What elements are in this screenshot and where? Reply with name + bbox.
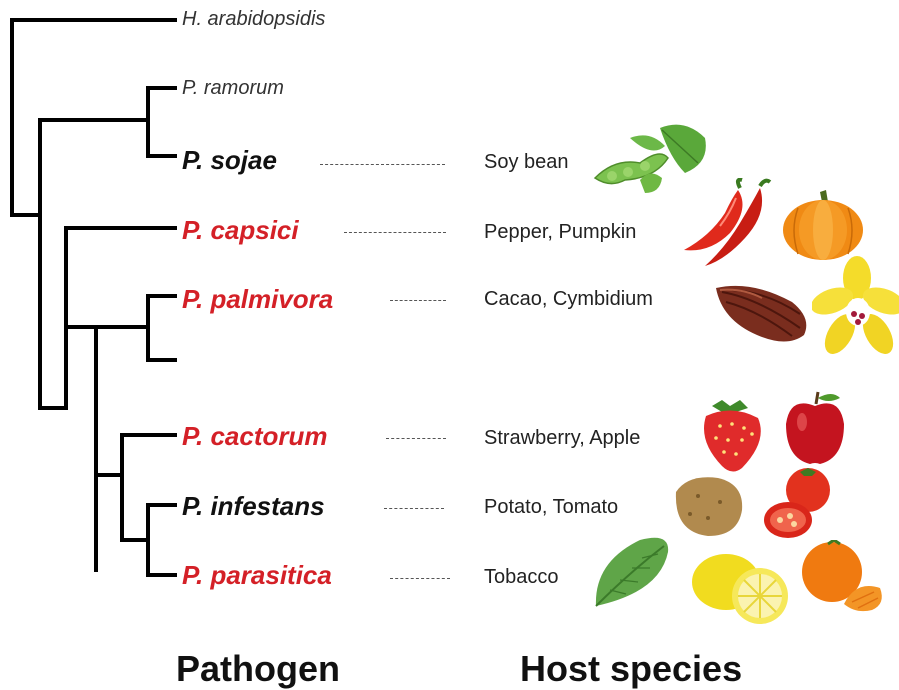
pathogen-label-p-ramorum: P. ramorum	[182, 77, 284, 100]
pathogen-label-p-palmivora: P. palmivora	[182, 284, 333, 315]
orange-icon	[796, 540, 886, 620]
pathogen-label-p-parasitica: P. parasitica	[182, 560, 332, 591]
connector-line-capsici	[344, 232, 446, 233]
host-label-potato-tomato: Potato, Tomato	[484, 496, 618, 519]
host-label-strawberry-apple: Strawberry, Apple	[484, 427, 640, 450]
pathogen-label-p-sojae: P. sojae	[182, 145, 277, 176]
chili-pepper-icon	[680, 178, 775, 268]
connector-line-palmivora	[390, 300, 446, 301]
footer-pathogen-heading: Pathogen	[176, 648, 340, 690]
footer-host-species-heading: Host species	[520, 648, 742, 690]
host-label-soybean: Soy bean	[484, 151, 569, 174]
apple-icon	[780, 390, 850, 468]
connector-line-parasitica	[390, 578, 450, 579]
strawberry-icon	[692, 396, 772, 476]
pathogen-label-p-infestans: P. infestans	[182, 491, 325, 522]
connector-line-cactorum	[386, 438, 446, 439]
host-label-tobacco: Tobacco	[484, 566, 559, 589]
tomato-icon	[760, 466, 842, 544]
connector-line-infestans	[384, 508, 444, 509]
tobacco-leaf-icon	[590, 532, 674, 612]
pumpkin-icon	[778, 188, 868, 263]
pathogen-label-p-capsici: P. capsici	[182, 215, 299, 246]
orchid-flower-icon	[812, 256, 899, 356]
cacao-pod-icon	[712, 280, 812, 350]
host-label-pepper-pumpkin: Pepper, Pumpkin	[484, 221, 636, 244]
potato-icon	[668, 472, 748, 540]
host-label-cacao-cymbidium: Cacao, Cymbidium	[484, 288, 653, 311]
lemon-icon	[688, 546, 798, 626]
pathogen-label-h-arabidopsidis: H. arabidopsidis	[182, 8, 325, 31]
pathogen-label-p-cactorum: P. cactorum	[182, 421, 327, 452]
connector-line-sojae	[320, 164, 445, 165]
